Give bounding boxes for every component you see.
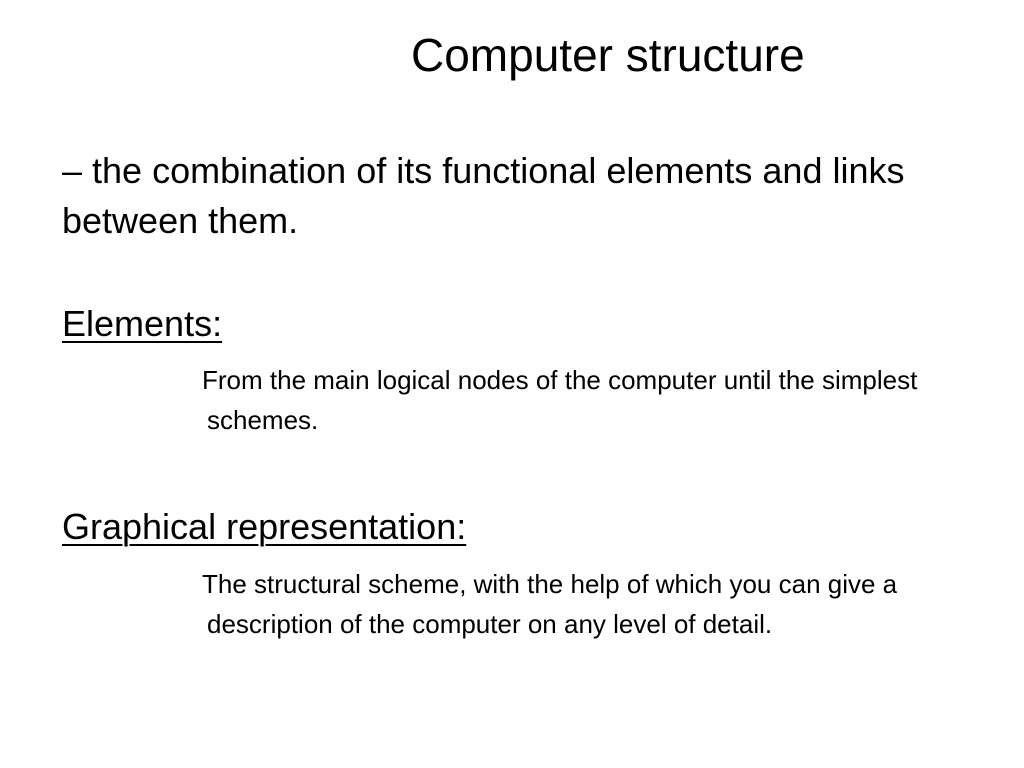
graphical-representation-description: The structural scheme, with the help of … [202, 569, 898, 639]
definition-text: – the combination of its functional elem… [62, 150, 905, 241]
graphical-representation-heading: Graphical representation: [62, 506, 467, 547]
elements-heading: Elements: [62, 303, 223, 344]
elements-description: From the main logical nodes of the compu… [202, 365, 918, 435]
slide-title: Computer structure [411, 29, 805, 81]
